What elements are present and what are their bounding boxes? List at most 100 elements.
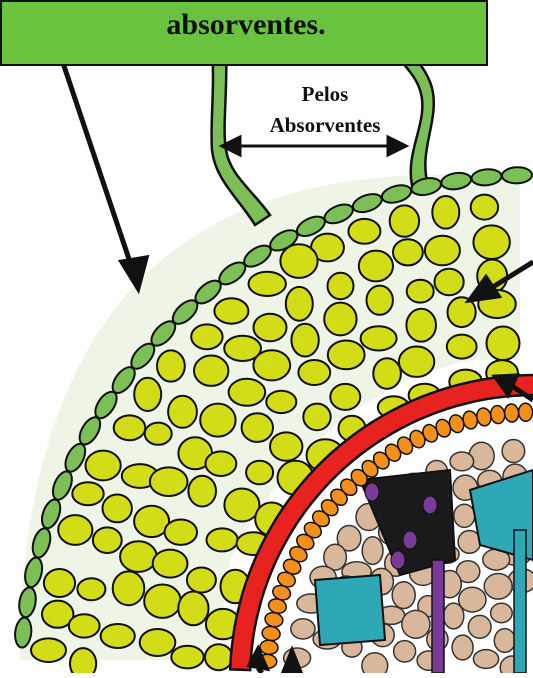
cortex-cell [435, 269, 464, 295]
cortex-cell [44, 569, 75, 597]
cortex-cell [101, 624, 135, 648]
xylem-cluster [315, 575, 385, 645]
pith-cell [484, 574, 512, 600]
cortex-cell [150, 467, 188, 496]
cortex-cell [393, 239, 423, 265]
root-hair-label: Pelos Absorventes [255, 82, 395, 138]
cortex-cell [373, 358, 401, 389]
cortex-cell [328, 273, 354, 299]
cortex-cell [188, 476, 216, 507]
pith-cell [473, 650, 498, 669]
cortex-cell [330, 384, 360, 410]
cortex-cell [246, 461, 273, 485]
pith-cell [392, 582, 415, 609]
root-hair-label-line2: Absorventes [255, 113, 395, 138]
cortex-cell [390, 205, 419, 236]
cortex-cell [134, 378, 161, 411]
header-label-text: absorventes. [2, 8, 490, 42]
cortex-cell [406, 309, 436, 342]
cortex-cell [165, 520, 197, 545]
cortex-cell [249, 272, 286, 296]
cortex-cell [31, 638, 66, 662]
pith-cell [494, 629, 515, 653]
cortex-cell [86, 451, 121, 481]
cortex-cell [205, 644, 232, 670]
cortex-cell [367, 286, 393, 315]
pith-cell [502, 440, 525, 463]
pith-cell [443, 603, 463, 629]
cortex-cell [69, 614, 100, 637]
pith-cell [362, 653, 388, 673]
cortex-cell [270, 432, 302, 460]
header-label-box: absorventes. [0, 0, 488, 66]
cortex-cell [253, 350, 290, 380]
phloem-cell [365, 483, 379, 501]
cortex-cell [242, 413, 273, 442]
cortex-cell [328, 341, 365, 370]
cortex-cell [348, 219, 380, 244]
epidermis-cell [502, 167, 533, 184]
hair-span-arrow [222, 137, 406, 155]
phloem-cell [391, 551, 405, 569]
pith-cell [394, 641, 416, 662]
cortex-cell [266, 391, 296, 413]
cortex-cell [153, 550, 188, 578]
xylem-pointer-bar [514, 530, 526, 673]
cortex-cell [72, 482, 103, 505]
cortex-cell [425, 236, 460, 266]
cortex-cell [187, 568, 216, 593]
pith-cell [362, 537, 383, 565]
cortex-cell [171, 646, 203, 669]
cortex-cell [194, 356, 228, 386]
cortex-cell [178, 592, 208, 626]
cortex-cell [70, 648, 96, 673]
pericycle-cell [259, 639, 279, 655]
cortex-cell [324, 303, 356, 336]
pericycle-cell [490, 405, 506, 425]
cortex-cell [207, 528, 238, 551]
pith-cell [402, 610, 430, 638]
arrow-epidermis-line [62, 60, 132, 268]
pith-cell [291, 619, 315, 639]
pith-cell [452, 635, 473, 660]
cortex-cell [407, 280, 434, 303]
cortex-cell [298, 360, 330, 385]
cortex-cell [473, 225, 509, 259]
cortex-cell [157, 350, 185, 381]
cortex-cell [399, 347, 434, 377]
cortex-cell [145, 423, 172, 445]
pith-cell [459, 587, 486, 612]
cortex-cell [229, 379, 266, 406]
cortex-cell [432, 196, 459, 229]
pith-cell [491, 603, 513, 622]
cortex-cell [114, 415, 146, 440]
cortex-cell [224, 489, 259, 522]
pericycle-cell [504, 403, 520, 422]
cortex-cell [487, 327, 520, 361]
cortex-cell [254, 314, 287, 342]
cortex-cell [168, 396, 197, 428]
cortex-cell [206, 451, 237, 476]
phloem-cell [403, 531, 417, 549]
cortex-cell [120, 541, 157, 572]
pericycle-cell [475, 407, 492, 427]
root-hair-label-line1: Pelos [255, 82, 395, 107]
cortex-cell [291, 324, 318, 357]
cortex-cell [103, 495, 132, 523]
cortex-cell [303, 404, 330, 431]
cortex-cell [471, 195, 498, 220]
pith-cell [454, 504, 475, 527]
cortex-cell [77, 578, 105, 600]
pericycle-cell [518, 403, 533, 421]
phloem-cell [423, 496, 437, 514]
pericycle-cell [261, 625, 281, 642]
cortex-cell [58, 515, 92, 545]
cortex-cell [140, 629, 176, 656]
cortex-cell [359, 251, 393, 282]
phloem-pointer-bar [432, 560, 444, 673]
cortex-cell [214, 298, 248, 323]
cortex-cell [113, 571, 145, 605]
cortex-cell [93, 527, 122, 553]
pith-cell [468, 615, 491, 638]
